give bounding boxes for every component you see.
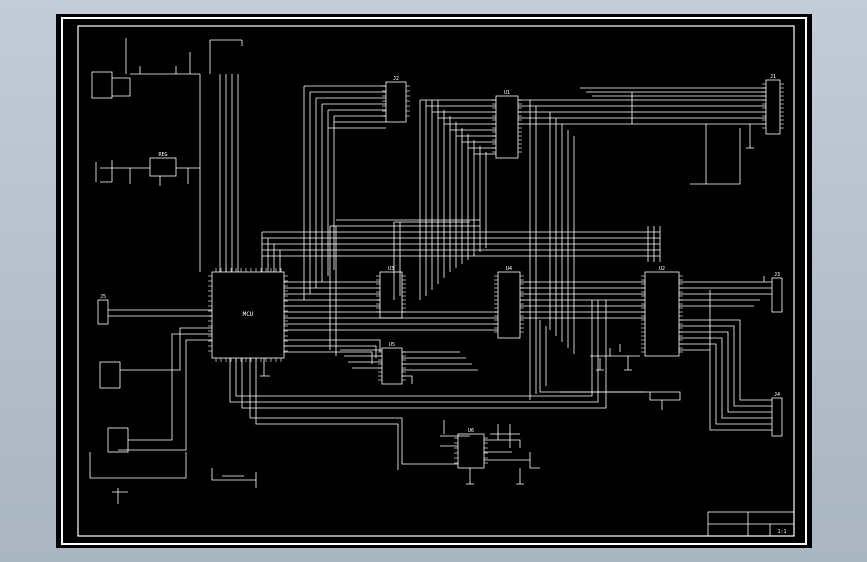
ic-u4[interactable] — [497, 271, 521, 339]
ic-u6[interactable] — [457, 433, 485, 469]
label-u5: U5 — [389, 342, 395, 348]
title-sheet: 1:1 — [777, 529, 786, 535]
regulator[interactable] — [149, 157, 177, 177]
ic-u5[interactable] — [381, 347, 403, 385]
label-u4: U4 — [506, 266, 512, 272]
connector-j1[interactable] — [765, 79, 781, 135]
label-u3: U3 — [388, 266, 394, 272]
label-mcu: MCU — [243, 311, 254, 318]
ic-left-a[interactable] — [99, 361, 121, 389]
connector-j4[interactable] — [771, 397, 783, 437]
mcu-chip[interactable] — [211, 271, 285, 359]
connector-j3[interactable] — [771, 277, 783, 313]
label-u6: U6 — [468, 428, 474, 434]
ic-u1[interactable] — [495, 95, 519, 159]
inner-border — [77, 25, 795, 537]
label-u1: U1 — [504, 90, 510, 96]
connector-j5[interactable] — [97, 299, 109, 325]
label-u2: U2 — [659, 266, 665, 272]
outer-border — [61, 17, 807, 545]
ic-top-left[interactable] — [91, 71, 113, 99]
drawing-sheet — [56, 14, 812, 548]
label-j5: J5 — [100, 294, 106, 300]
label-j4: J4 — [774, 392, 780, 398]
connector-j2[interactable] — [385, 81, 407, 123]
label-regulator: REG — [158, 152, 167, 158]
mcu-pins — [208, 83, 784, 464]
label-j1: J1 — [770, 74, 776, 80]
label-j3: J3 — [774, 272, 780, 278]
ic-u2[interactable] — [644, 271, 680, 357]
label-j2: J2 — [393, 76, 399, 82]
